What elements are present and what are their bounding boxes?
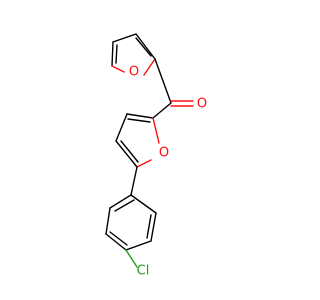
bond [112, 33, 137, 43]
bond [146, 214, 152, 239]
bond [143, 58, 156, 76]
bond [127, 118, 151, 123]
middle-furan-ring [115, 113, 160, 168]
bond [115, 113, 128, 142]
bond [125, 240, 152, 251]
bond [135, 33, 156, 60]
atom-label-oxygen-top: O [129, 65, 139, 80]
bond [152, 102, 172, 119]
bond [130, 166, 138, 196]
bond [115, 44, 118, 64]
atom-label-chlorine: Cl [137, 264, 150, 279]
bond [130, 194, 157, 214]
bond [109, 231, 128, 246]
bond [114, 199, 135, 212]
bond [120, 140, 139, 163]
top-furan-ring [111, 33, 156, 76]
bond [109, 194, 132, 209]
bond [125, 249, 138, 268]
bond [150, 212, 157, 242]
bond [111, 41, 114, 67]
bond [154, 58, 172, 104]
bond [136, 159, 152, 168]
bond [111, 65, 125, 73]
bond [126, 113, 154, 119]
molecule-canvas: O O O Cl [105, 33, 207, 279]
structure-diagram: O O O Cl [105, 33, 207, 279]
bond [115, 140, 138, 168]
bond [105, 233, 127, 251]
atom-label-oxygen-middle: O [159, 146, 169, 161]
atom-label-oxygen-ketone: O [197, 97, 207, 112]
bond [152, 117, 160, 144]
carbonyl-group [152, 58, 194, 119]
bond [105, 207, 111, 235]
chlorophenyl-ring [105, 166, 157, 268]
bond [135, 37, 152, 57]
